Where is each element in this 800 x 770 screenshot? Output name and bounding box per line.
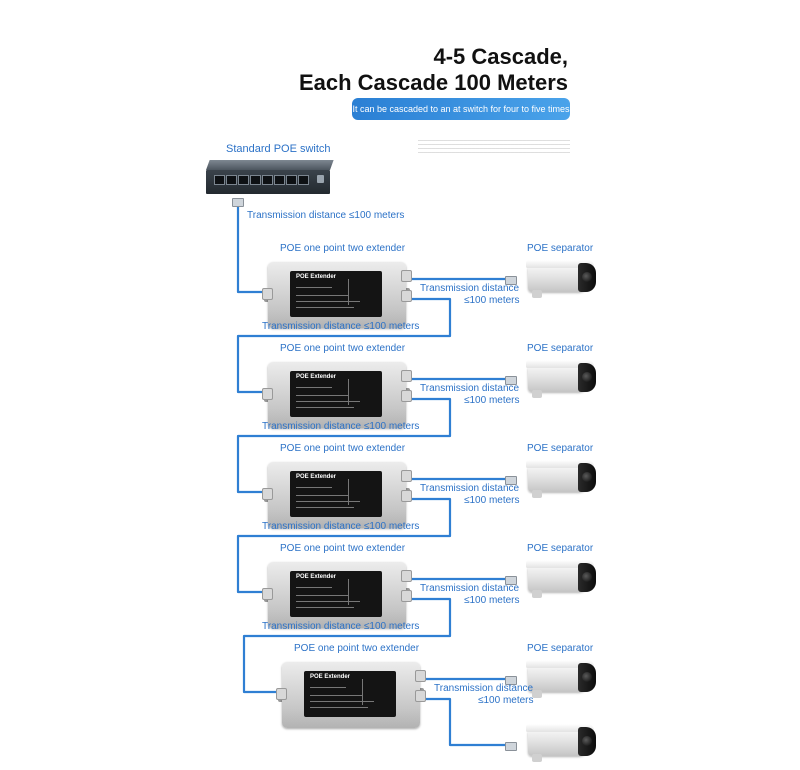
bottom-distance-label: Transmission distance ≤100 meters bbox=[262, 621, 420, 632]
rj45-connector-icon bbox=[505, 676, 517, 685]
poe-extender-icon: POE Extender bbox=[262, 462, 412, 528]
cable-to-camera-2 bbox=[420, 697, 505, 747]
separator-label: POE separator bbox=[527, 243, 594, 254]
bottom-distance-label: Transmission distance ≤100 meters bbox=[262, 421, 420, 432]
ip-camera-icon bbox=[524, 358, 596, 400]
switch-distance-label: Transmission distance ≤100 meters bbox=[247, 210, 405, 221]
fine-print-decoration bbox=[418, 140, 570, 156]
title-line-2: Each Cascade 100 Meters bbox=[298, 70, 568, 95]
extender-label: POE one point two extender bbox=[280, 543, 406, 554]
extender-label: POE one point two extender bbox=[294, 643, 420, 654]
cable-switch-to-extender-1 bbox=[236, 206, 268, 294]
extender-label: POE one point two extender bbox=[280, 443, 406, 454]
side-distance-label-2: ≤100 meters bbox=[464, 595, 520, 606]
rj45-connector-icon bbox=[505, 576, 517, 585]
poe-extender-icon: POE Extender bbox=[262, 562, 412, 628]
poe-switch-icon bbox=[206, 160, 334, 194]
side-distance-label-2: ≤100 meters bbox=[464, 295, 520, 306]
extender-label: POE one point two extender bbox=[280, 243, 406, 254]
extender-panel-title: POE Extender bbox=[310, 674, 351, 680]
extender-panel-title: POE Extender bbox=[296, 574, 337, 580]
bottom-distance-label: Transmission distance ≤100 meters bbox=[262, 521, 420, 532]
ip-camera-icon bbox=[524, 658, 596, 700]
subtitle-banner: It can be cascaded to an at switch for f… bbox=[352, 98, 570, 120]
cable-cascade bbox=[236, 397, 452, 494]
extender-label: POE one point two extender bbox=[280, 343, 406, 354]
side-distance-label-2: ≤100 meters bbox=[464, 495, 520, 506]
side-distance-label-1: Transmission distance bbox=[434, 683, 534, 694]
side-distance-label-2: ≤100 meters bbox=[464, 395, 520, 406]
switch-label: Standard POE switch bbox=[226, 143, 331, 155]
separator-label: POE separator bbox=[527, 643, 594, 654]
bottom-distance-label: Transmission distance ≤100 meters bbox=[262, 321, 420, 332]
poe-extender-icon: POE Extender bbox=[276, 662, 426, 728]
poe-extender-icon: POE Extender bbox=[262, 262, 412, 328]
side-distance-label-1: Transmission distance bbox=[420, 483, 520, 494]
rj45-connector-icon bbox=[232, 198, 244, 207]
title-line-1: 4-5 Cascade, bbox=[433, 44, 568, 69]
ip-camera-icon bbox=[524, 458, 596, 500]
separator-label: POE separator bbox=[527, 343, 594, 354]
cable-cascade bbox=[236, 297, 452, 394]
separator-label: POE separator bbox=[527, 543, 594, 554]
side-distance-label-1: Transmission distance bbox=[420, 383, 520, 394]
extender-panel-title: POE Extender bbox=[296, 474, 337, 480]
rj45-connector-icon bbox=[505, 742, 517, 751]
rj45-connector-icon bbox=[505, 276, 517, 285]
ip-camera-icon bbox=[524, 258, 596, 300]
extender-panel-title: POE Extender bbox=[296, 374, 337, 380]
rj45-connector-icon bbox=[505, 476, 517, 485]
cable-cascade bbox=[236, 497, 452, 594]
side-distance-label-2: ≤100 meters bbox=[478, 695, 534, 706]
ip-camera-icon bbox=[524, 722, 596, 764]
side-distance-label-1: Transmission distance bbox=[420, 283, 520, 294]
extender-panel-title: POE Extender bbox=[296, 274, 337, 280]
cable-cascade bbox=[242, 597, 452, 694]
side-distance-label-1: Transmission distance bbox=[420, 583, 520, 594]
ip-camera-icon bbox=[524, 558, 596, 600]
separator-label: POE separator bbox=[527, 443, 594, 454]
rj45-connector-icon bbox=[505, 376, 517, 385]
poe-extender-icon: POE Extender bbox=[262, 362, 412, 428]
